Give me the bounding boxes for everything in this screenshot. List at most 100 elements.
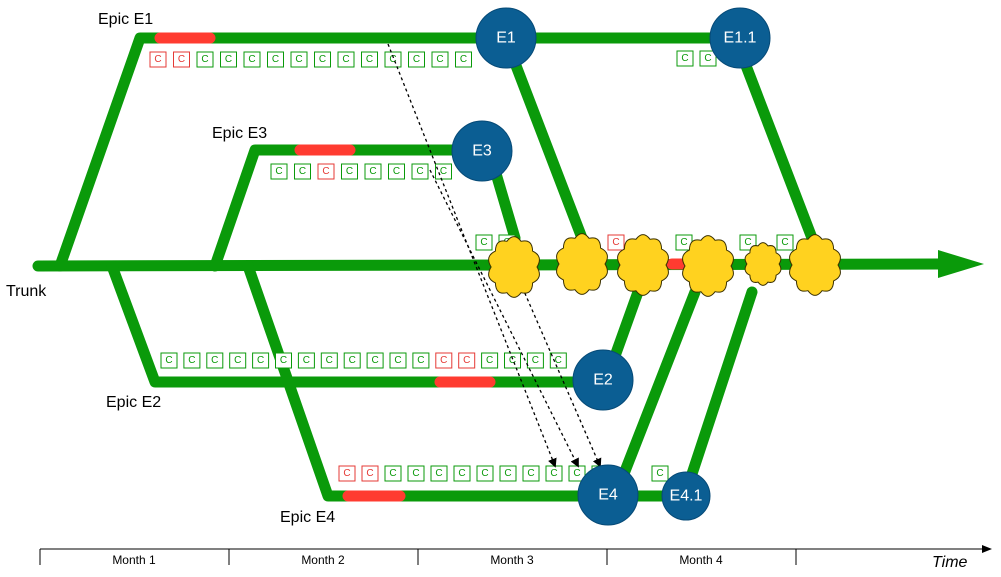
commit-box: C (526, 352, 544, 369)
node-e4-1-label: E4.1 (670, 488, 703, 505)
commit-box: C (361, 51, 378, 68)
commit-box: C (149, 51, 167, 68)
svg-text:C: C (781, 237, 788, 248)
branch-labels: Epic E1 Epic E3 Trunk Epic E2 Epic E4 (6, 11, 335, 526)
commit-box: C (160, 352, 178, 369)
commit-box: C (568, 465, 586, 482)
label-epic-e2: Epic E2 (106, 394, 161, 411)
svg-text:C: C (188, 355, 195, 366)
svg-text:C: C (326, 355, 333, 366)
commit-box: C (408, 51, 425, 68)
month-2-label: Month 2 (301, 553, 345, 567)
merge-burst-5 (744, 242, 782, 286)
svg-text:C: C (573, 468, 580, 479)
svg-text:C: C (154, 54, 161, 65)
month-1-label: Month 1 (112, 553, 156, 567)
commit-box: C (252, 352, 270, 369)
svg-text:C: C (504, 468, 511, 479)
label-trunk: Trunk (6, 283, 47, 300)
merge-e1-1 (734, 44, 818, 244)
timeline-labels: Month 1 Month 2 Month 3 Month 4 Time (112, 553, 967, 571)
commit-box: C (549, 352, 567, 369)
month-3-label: Month 3 (490, 553, 534, 567)
commit-box: C (341, 163, 358, 180)
commit-box: C (275, 352, 292, 369)
commit-box: C (290, 51, 308, 68)
svg-text:C: C (656, 468, 663, 479)
commit-box: C (776, 234, 794, 251)
svg-text:C: C (417, 355, 424, 366)
svg-text:C: C (178, 54, 185, 65)
node-e1-1-label: E1.1 (724, 30, 757, 47)
svg-text:C: C (435, 468, 442, 479)
commit-box: C (435, 352, 453, 369)
commit-box: C (522, 465, 540, 482)
commit-box: C (481, 352, 499, 369)
svg-text:C: C (225, 54, 232, 65)
commit-box: C (384, 465, 402, 482)
node-e4-1: E4.1 (661, 471, 711, 521)
commit-box: C (320, 352, 338, 369)
svg-text:C: C (393, 166, 400, 177)
svg-text:C: C (234, 355, 241, 366)
commit-box: C (314, 51, 331, 68)
svg-text:C: C (440, 355, 447, 366)
trunk-line (32, 258, 946, 272)
branch-epic-e4 (242, 260, 696, 502)
commit-box: C (411, 163, 429, 180)
label-epic-e3: Epic E3 (212, 125, 267, 142)
svg-text:C: C (744, 237, 751, 248)
node-e4-label: E4 (598, 487, 618, 504)
svg-text:C: C (458, 468, 465, 479)
svg-text:C: C (248, 54, 255, 65)
commit-box: C (229, 352, 247, 369)
svg-text:C: C (371, 355, 378, 366)
dependency-arrow-2 (429, 169, 579, 468)
svg-text:C: C (527, 468, 534, 479)
merge-e4-1 (682, 286, 758, 492)
commit-box: C (476, 465, 494, 482)
conflicts (154, 32, 690, 502)
svg-text:C: C (704, 53, 711, 64)
commit-box: C (220, 51, 237, 68)
svg-text:C: C (295, 54, 302, 65)
svg-text:C: C (416, 166, 423, 177)
node-e2-label: E2 (593, 372, 613, 389)
commit-box: C (407, 465, 425, 482)
dependency-arrows (387, 43, 602, 468)
svg-text:C: C (342, 54, 349, 65)
svg-text:C: C (303, 355, 310, 366)
svg-text:C: C (322, 166, 329, 177)
branch-epic-e1 (54, 32, 756, 272)
commit-box: C (453, 465, 471, 482)
label-epic-e1: Epic E1 (98, 11, 153, 28)
svg-text:C: C (550, 468, 557, 479)
commit-box: C (435, 163, 452, 180)
commit-box: C (338, 465, 356, 482)
dependency-arrow-1 (387, 43, 557, 468)
svg-text:C: C (413, 54, 420, 65)
commit-row-e4-after: C (651, 465, 669, 482)
svg-text:C: C (486, 355, 493, 366)
node-e4: E4 (577, 464, 639, 526)
commit-box: C (384, 51, 402, 68)
commit-box: C (206, 352, 224, 369)
svg-text:C: C (460, 54, 467, 65)
svg-text:C: C (165, 355, 172, 366)
svg-text:C: C (349, 355, 356, 366)
commit-box: C (676, 50, 694, 67)
commit-box: C (412, 352, 430, 369)
commit-box: C (183, 352, 201, 369)
svg-text:C: C (272, 54, 279, 65)
commit-box: C (388, 163, 405, 180)
commit-box: C (366, 352, 384, 369)
epic-nodes: E1 E1.1 E3 E2 E4 E4.1 (451, 7, 771, 526)
commit-box: C (699, 50, 717, 67)
